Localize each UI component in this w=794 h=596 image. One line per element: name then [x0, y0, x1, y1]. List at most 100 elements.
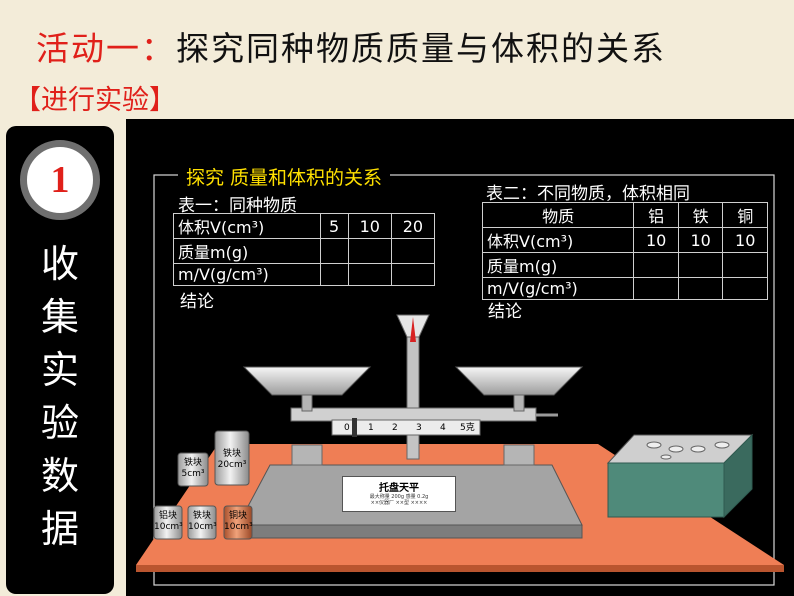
- weight-piece: [714, 441, 730, 449]
- step-char: 实: [40, 348, 79, 392]
- weight-box-front: [607, 462, 725, 518]
- weight-piece: [660, 454, 672, 460]
- rider-scale: [331, 419, 481, 436]
- table2-cell: 铁: [677, 202, 724, 228]
- block-volume: 20cm³: [217, 460, 247, 470]
- step-char: 验: [40, 401, 79, 445]
- scale-tick-label: 2: [392, 423, 398, 433]
- table1-row: m/V(g/cm³): [173, 263, 436, 286]
- copper-block-10cm3: [223, 505, 253, 540]
- block-name: 铁块: [183, 458, 202, 468]
- table2-row: 质量m(g): [481, 252, 768, 278]
- table2-cell: [677, 252, 724, 278]
- step-char: 据: [40, 507, 79, 551]
- block-volume: 10cm³: [224, 522, 253, 532]
- step-label: 收 集 实 验 数 据: [24, 238, 96, 556]
- scale-tick-label: 1: [368, 423, 374, 433]
- table2-cell: 10: [677, 227, 724, 253]
- table1-cell: [390, 238, 436, 264]
- table2-row: m/V(g/cm³): [481, 277, 768, 300]
- table2-row-header: 质量m(g): [481, 252, 635, 278]
- balance-rider: [352, 418, 357, 437]
- section-tag: 【进行实验】: [14, 85, 176, 116]
- balance-maker: ××仪器厂 ××型 ××××: [370, 500, 428, 506]
- table2-cell: 10: [633, 227, 679, 253]
- balance-name: 托盘天平: [379, 483, 419, 494]
- table1-cell: 20: [390, 213, 436, 239]
- table1-cell: 5: [319, 213, 349, 239]
- step-char: 集: [40, 295, 79, 339]
- table2-row-header: 体积V(cm³): [481, 227, 635, 253]
- step-sidebar: 1 收 集 实 验 数 据: [6, 126, 114, 594]
- weight-box: [606, 433, 754, 519]
- tabletop-edge: [136, 565, 784, 572]
- table2-cell: [722, 252, 768, 278]
- table1-row-header: 体积V(cm³): [173, 213, 321, 239]
- left-pan: [242, 366, 372, 396]
- table2-row-header: m/V(g/cm³): [481, 277, 635, 300]
- step-char: 数: [40, 454, 79, 498]
- balance-pillar: [406, 330, 420, 460]
- balance-nameplate: 托盘天平 最大称量 200g 感量 0.2g ××仪器厂 ××型 ××××: [342, 476, 456, 512]
- right-pan-foot: [503, 444, 535, 466]
- block-name: 铁块: [192, 511, 211, 521]
- table2-row: 体积V(cm³) 10 10 10: [481, 227, 768, 253]
- iron-block-5cm3: [177, 452, 209, 487]
- table2-row: 物质 铝 铁 铜: [481, 202, 768, 228]
- table1-cell: [319, 263, 349, 286]
- table2-cell: 铝: [633, 202, 679, 228]
- lab-scene: [136, 174, 784, 586]
- table1-cell: [347, 238, 392, 264]
- iron-block-10cm3: [187, 505, 217, 540]
- table1-row-header: m/V(g/cm³): [173, 263, 321, 286]
- table1-row: 质量m(g): [173, 238, 436, 264]
- iron-block-20-label: 铁块 20cm³: [215, 449, 249, 471]
- step-number-badge: 1: [20, 140, 100, 220]
- table2-row-header: 物质: [481, 202, 635, 228]
- balance-base-front: [237, 524, 583, 539]
- board-frame: [153, 174, 775, 586]
- table2-cell: 铜: [722, 202, 768, 228]
- weight-box-side: [723, 433, 753, 519]
- experiment-board: 探究 质量和体积的关系 表一：同种物质 体积V(cm³) 5 10 20 质量m…: [126, 119, 794, 596]
- step-char: 收: [40, 242, 79, 286]
- iron-block-10-label: 铁块 10cm³: [188, 511, 217, 533]
- table1-row-header: 质量m(g): [173, 238, 321, 264]
- scale-tick-label: 3: [416, 423, 422, 433]
- weight-piece: [690, 445, 706, 453]
- right-pan-stem: [513, 394, 525, 412]
- block-name: 铁块: [222, 449, 241, 459]
- table1-cell: [319, 238, 349, 264]
- scale-tick-label: 5克: [460, 423, 475, 433]
- scale-tick-label: 4: [440, 423, 446, 433]
- right-pan: [454, 366, 584, 396]
- table1-cell: [347, 263, 392, 286]
- board-caption: 探究 质量和体积的关系: [178, 163, 391, 190]
- left-pan-foot: [291, 444, 323, 466]
- table1-row: 体积V(cm³) 5 10 20: [173, 213, 436, 239]
- table2-cell: [677, 277, 724, 300]
- table1-caption: 表一：同种物质: [178, 196, 297, 216]
- left-pan-stem: [301, 394, 313, 412]
- scale-tick-label: 0: [344, 423, 350, 433]
- title-lead: 活动一：: [36, 29, 176, 68]
- table2: 物质 铝 铁 铜 体积V(cm³) 10 10 10 质量m(g) m/V(g/…: [481, 202, 768, 300]
- table1-conclusion: 结论: [180, 292, 214, 312]
- table2-cell: [633, 277, 679, 300]
- weight-piece: [668, 445, 684, 453]
- table1-cell: [390, 263, 436, 286]
- balance-beam: [290, 407, 537, 422]
- weight-piece: [646, 441, 662, 449]
- balance-spec: 最大称量 200g 感量 0.2g: [369, 494, 429, 500]
- title-text: 探究同种物质质量与体积的关系: [176, 29, 666, 68]
- table1-cell: 10: [347, 213, 392, 239]
- table2-cell: [722, 277, 768, 300]
- block-volume: 10cm³: [154, 522, 183, 532]
- balance: [237, 314, 584, 539]
- copper-block-label: 铜块 10cm³: [224, 511, 253, 533]
- iron-block-5-label: 铁块 5cm³: [178, 458, 208, 480]
- block-name: 铝块: [158, 511, 177, 521]
- aluminum-block-10cm3: [153, 505, 183, 540]
- balance-pointer: [410, 317, 416, 342]
- block-volume: 5cm³: [181, 469, 205, 479]
